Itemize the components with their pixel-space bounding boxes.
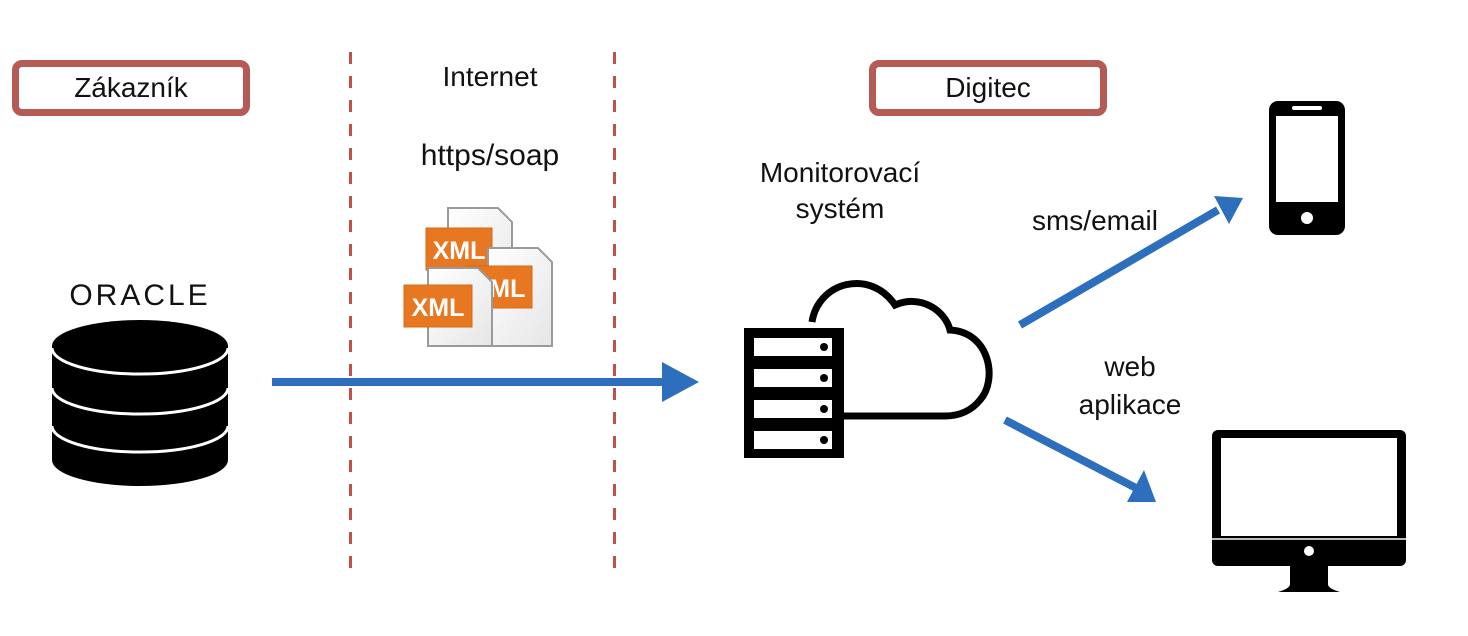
internet-label: Internet: [442, 61, 538, 92]
server-cloud-icon: [740, 270, 1000, 470]
oracle-brand: ORACLE: [69, 279, 211, 312]
protocol-label: https/soap: [420, 139, 560, 172]
web-app-label-line1: web: [1104, 351, 1156, 382]
desktop-monitor-icon: [1212, 430, 1406, 594]
web-app-label-line2: aplikace: [1078, 389, 1182, 420]
customer-zone-label: Zákazník: [12, 60, 250, 116]
web-arrow: [1003, 416, 1138, 492]
xml-tag-1: XML: [433, 237, 486, 265]
internet-right-boundary: [613, 52, 616, 580]
provider-zone-text: Digitec: [945, 72, 1031, 103]
provider-zone-label: Digitec: [869, 60, 1107, 116]
smartphone-icon: [1268, 100, 1346, 236]
sms-email-label: sms/email: [1031, 205, 1158, 236]
database-icon: [50, 318, 230, 488]
xml-tag-3: XML: [412, 294, 465, 322]
customer-zone-text: Zákazník: [74, 72, 188, 103]
internet-left-boundary: [349, 52, 352, 580]
monitoring-title-line1: Monitorovací: [759, 157, 921, 188]
xml-documents-icon: XML XML XML: [398, 200, 558, 350]
monitoring-title-line2: systém: [795, 193, 885, 224]
